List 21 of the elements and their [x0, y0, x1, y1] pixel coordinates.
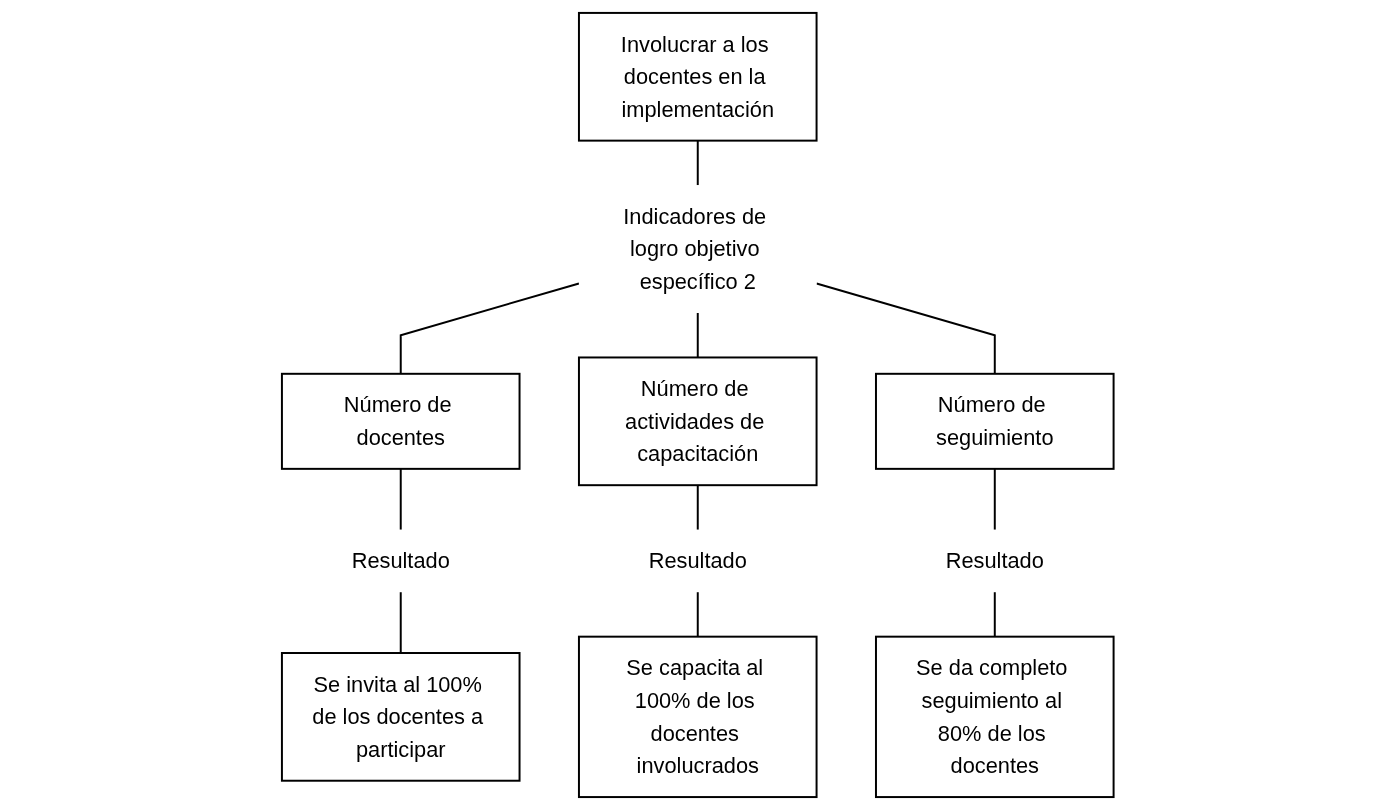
node-box: Número de seguimiento — [874, 372, 1115, 470]
connector — [696, 139, 699, 187]
connector — [993, 467, 996, 531]
node-box: Número de docentes — [280, 372, 521, 470]
connector — [399, 467, 402, 531]
connector — [696, 311, 699, 359]
node-text: Resultado — [648, 548, 747, 574]
connector — [993, 591, 996, 638]
node-text: Resultado — [351, 548, 450, 574]
node-box: Se invita al 100% de los docentes a participar — [280, 652, 521, 782]
node-box: Se da completo seguimiento al 80% de los docentes — [874, 635, 1115, 799]
node-text: Resultado — [945, 548, 1044, 574]
connector — [399, 591, 402, 654]
connector — [399, 282, 580, 375]
connector — [815, 282, 996, 375]
connector — [696, 591, 699, 638]
connector — [696, 484, 699, 531]
node-box: Se capacita al 100% de los docentes involucrados — [577, 635, 818, 799]
node-box: Involucrar a los docentes en la implementación — [577, 11, 818, 142]
node-box: Número de actividades de capacitación — [577, 356, 818, 487]
node-text: Indicadores de logro objetivo específico 2 — [623, 204, 766, 295]
